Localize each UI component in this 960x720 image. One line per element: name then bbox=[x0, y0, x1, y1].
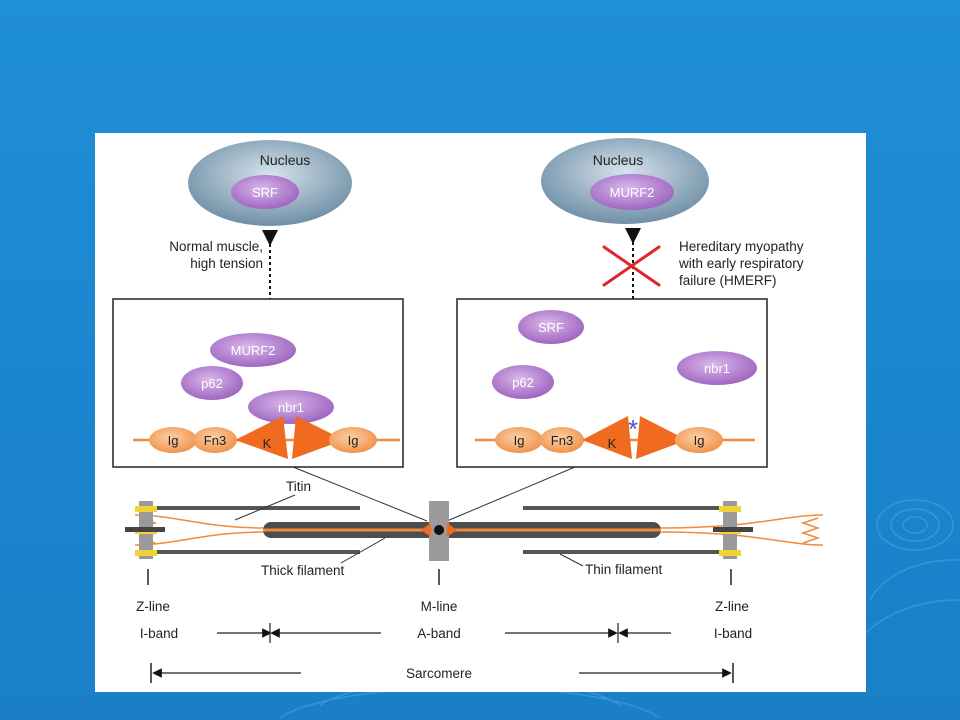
left-protein-nbr1-label: nbr1 bbox=[278, 400, 304, 415]
right-domain-ig1: Ig bbox=[514, 433, 525, 448]
thin-filament-label: Thin filament bbox=[585, 562, 663, 577]
right-proteins: SRF p62 nbr1 bbox=[492, 310, 757, 399]
right-nucleus: Nucleus MURF2 bbox=[541, 138, 709, 224]
right-nucleus-protein: MURF2 bbox=[610, 185, 655, 200]
left-kinase-domain bbox=[235, 416, 288, 459]
right-nucleus-label: Nucleus bbox=[593, 152, 644, 168]
titin-label: Titin bbox=[286, 479, 311, 494]
left-nucleus: Nucleus SRF bbox=[188, 140, 352, 226]
left-protein-p62-label: p62 bbox=[201, 376, 223, 391]
z-line-right-label: Z-line bbox=[715, 599, 749, 614]
right-condition-line3: failure (HMERF) bbox=[679, 273, 777, 288]
m-line-label: M-line bbox=[421, 599, 458, 614]
i-band-right-label: I-band bbox=[714, 626, 752, 641]
titin-signaling-diagram: Nucleus SRF Normal muscle, high tension … bbox=[112, 138, 824, 683]
blocked-cross bbox=[602, 245, 661, 287]
thick-filament-label: Thick filament bbox=[261, 563, 345, 578]
right-protein-nbr1-label: nbr1 bbox=[704, 361, 730, 376]
left-domain-ig1: Ig bbox=[168, 433, 179, 448]
m-line-disc bbox=[421, 501, 457, 561]
sarcomere-label: Sarcomere bbox=[406, 666, 472, 681]
left-protein-murf2 bbox=[210, 333, 296, 367]
left-nucleus-label: Nucleus bbox=[260, 152, 311, 168]
right-protein-p62 bbox=[492, 365, 554, 399]
sarcomere bbox=[125, 501, 824, 561]
i-band-left-label: I-band bbox=[140, 626, 178, 641]
left-protein-murf2-label: MURF2 bbox=[231, 343, 276, 358]
figure-panel: Nucleus SRF Normal muscle, high tension … bbox=[95, 133, 866, 692]
left-domain-fn3: Fn3 bbox=[204, 433, 226, 448]
right-condition-line2: with early respiratory bbox=[678, 256, 804, 271]
left-domain-k: K bbox=[263, 436, 272, 451]
right-protein-srf bbox=[518, 310, 584, 344]
right-protein-p62-label: p62 bbox=[512, 375, 534, 390]
left-condition-line1: Normal muscle, bbox=[169, 239, 263, 254]
right-z-disc bbox=[713, 501, 753, 559]
right-condition-line1: Hereditary myopathy bbox=[679, 239, 804, 254]
z-line-left-label: Z-line bbox=[136, 599, 170, 614]
left-z-disc bbox=[125, 501, 165, 559]
left-condition-line2: high tension bbox=[190, 256, 263, 271]
left-protein-nbr1 bbox=[248, 390, 334, 424]
left-nucleus-protein: SRF bbox=[252, 185, 278, 200]
left-titin-domains: Ig Fn3 K Ig bbox=[149, 416, 377, 459]
right-domain-fn3: Fn3 bbox=[551, 433, 573, 448]
right-titin-domains: Ig Fn3 K * Ig bbox=[495, 414, 723, 459]
right-domain-ig2: Ig bbox=[694, 433, 705, 448]
right-protein-nbr1 bbox=[677, 351, 757, 385]
mutation-star-icon: * bbox=[628, 414, 638, 444]
right-protein-srf-label: SRF bbox=[538, 320, 564, 335]
left-protein-p62 bbox=[181, 366, 243, 400]
left-proteins: MURF2 p62 nbr1 bbox=[181, 333, 334, 424]
right-kinase-domain bbox=[582, 416, 632, 459]
right-domain-k: K bbox=[608, 436, 617, 451]
left-domain-ig2: Ig bbox=[348, 433, 359, 448]
a-band-label: A-band bbox=[417, 626, 461, 641]
